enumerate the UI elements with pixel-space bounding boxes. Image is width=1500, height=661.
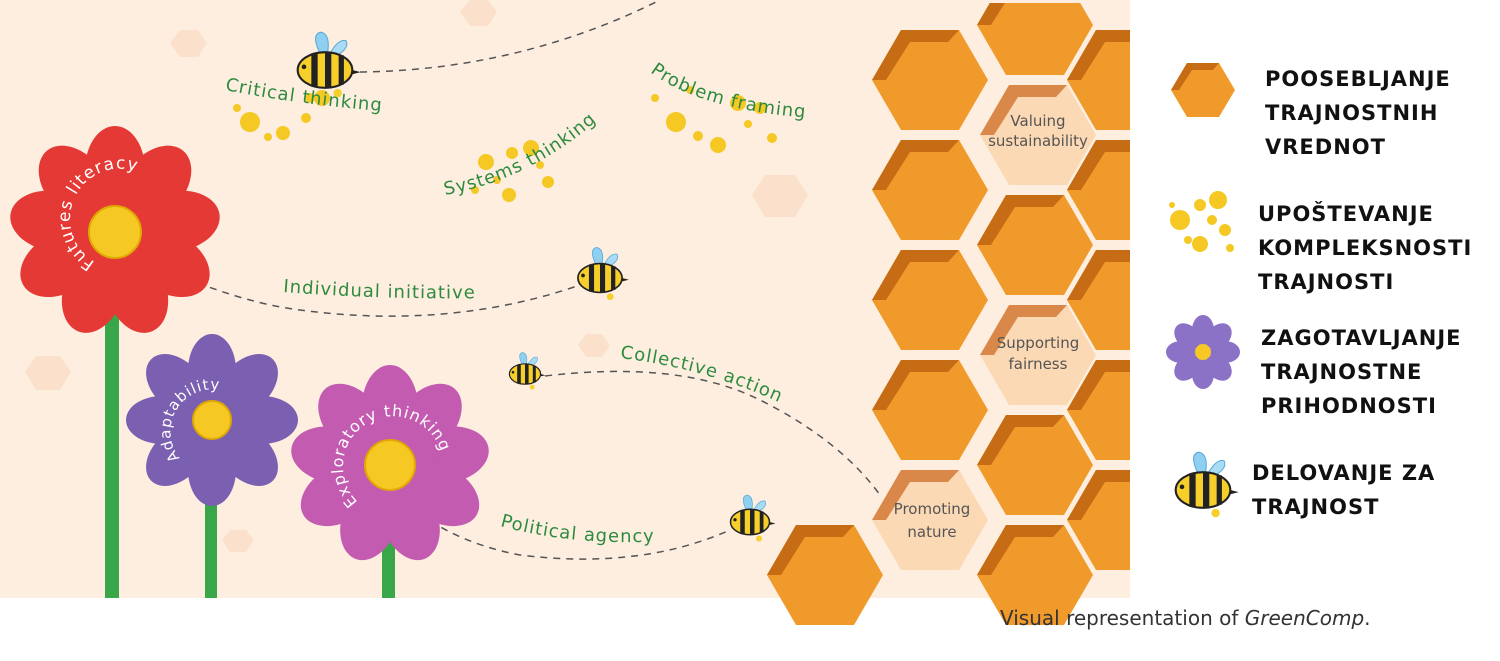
legend-line: VREDNOT [1265, 135, 1386, 159]
honeycomb-icon [1171, 63, 1235, 117]
dots-icon [1169, 191, 1234, 252]
legend-line: DELOVANJE ZA [1252, 461, 1436, 485]
legend-line: TRAJNOST [1252, 495, 1380, 519]
legend-item-futures: ZAGOTAVLJANJE TRAJNOSTNE PRIHODNOSTI [1261, 321, 1462, 423]
legend-line: UPOŠTEVANJE [1258, 202, 1434, 226]
stem-red [105, 285, 119, 598]
flower-adaptability [126, 334, 298, 506]
valuing-line-1: Valuing [1010, 112, 1065, 130]
legend-line: TRAJNOSTNIH [1265, 101, 1439, 125]
dots-systems-thinking [471, 140, 554, 202]
figure-caption: Visual representation of GreenComp. [1000, 606, 1371, 630]
flower-futures-literacy [10, 126, 220, 333]
legend-line: PRIHODNOSTI [1261, 394, 1437, 418]
legend-line: KOMPLEKSNOSTI [1258, 236, 1473, 260]
promoting-line-1: Promoting [894, 500, 971, 518]
legend-item-complexity: UPOŠTEVANJE KOMPLEKSNOSTI TRAJNOSTI [1258, 197, 1472, 299]
flower-exploratory-thinking [291, 365, 489, 561]
legend-item-action: DELOVANJE ZA TRAJNOST [1252, 456, 1435, 524]
supporting-line-2: fairness [1009, 355, 1068, 373]
legend-line: POOSEBLJANJE [1265, 67, 1451, 91]
caption-text: Visual representation of [1000, 606, 1245, 630]
bee-flight-paths [114, 0, 881, 560]
legend-item-values: POOSEBLJANJE TRAJNOSTNIH VREDNOT [1265, 62, 1451, 164]
faint-hexagons [25, 0, 808, 552]
caption-end: . [1364, 606, 1371, 630]
promoting-line-2: nature [907, 523, 956, 541]
dots-critical-thinking [233, 90, 330, 141]
legend-line: TRAJNOSTNE [1261, 360, 1423, 384]
valuing-line-2: sustainability [988, 132, 1088, 150]
honeycomb [767, 0, 1405, 625]
dots-problem-framing [651, 86, 777, 153]
supporting-line-1: Supporting [997, 334, 1080, 352]
legend-line: ZAGOTAVLJANJE [1261, 326, 1462, 350]
flower-icon [1166, 315, 1240, 389]
legend-line: TRAJNOSTI [1258, 270, 1395, 294]
caption-emphasis: GreenComp [1244, 606, 1365, 630]
